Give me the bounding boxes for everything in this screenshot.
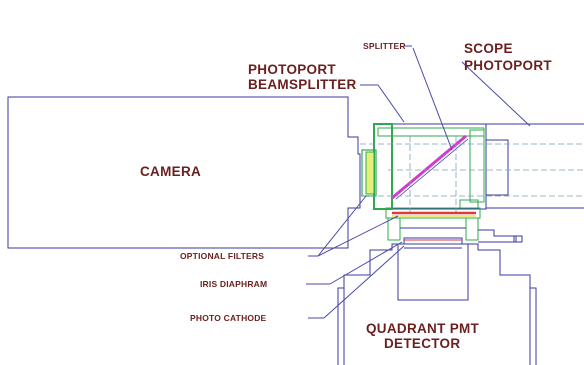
lower-port-filter bbox=[385, 207, 481, 219]
label-photo-cathode: PHOTO CATHODE bbox=[190, 313, 267, 323]
pmt-detector-housing bbox=[337, 243, 537, 365]
camera-body bbox=[7, 96, 361, 249]
label-scope-line1: SCOPE bbox=[464, 41, 513, 56]
label-detector: DETECTOR bbox=[384, 336, 460, 351]
label-iris-diaphram: IRIS DIAPHRAM bbox=[200, 279, 267, 289]
iris-diaphram bbox=[387, 217, 523, 245]
label-photoport-line1: PHOTOPORT bbox=[248, 62, 336, 77]
labels: SPLITTER SCOPE PHOTOPORT PHOTOPORT BEAMS… bbox=[140, 41, 552, 351]
label-scope-line2: PHOTOPORT bbox=[464, 58, 552, 73]
camera-side-filter bbox=[361, 149, 377, 197]
label-quadrant-pmt: QUADRANT PMT bbox=[366, 321, 480, 336]
light-path bbox=[360, 136, 584, 216]
leader-lines bbox=[306, 45, 531, 319]
label-splitter: SPLITTER bbox=[363, 41, 406, 51]
label-camera: CAMERA bbox=[140, 164, 201, 179]
scope-photoport-tube bbox=[485, 123, 584, 209]
label-beamsplitter-line2: BEAMSPLITTER bbox=[248, 77, 357, 92]
label-optional-filters: OPTIONAL FILTERS bbox=[180, 251, 264, 261]
splitter-mirror bbox=[391, 134, 469, 200]
